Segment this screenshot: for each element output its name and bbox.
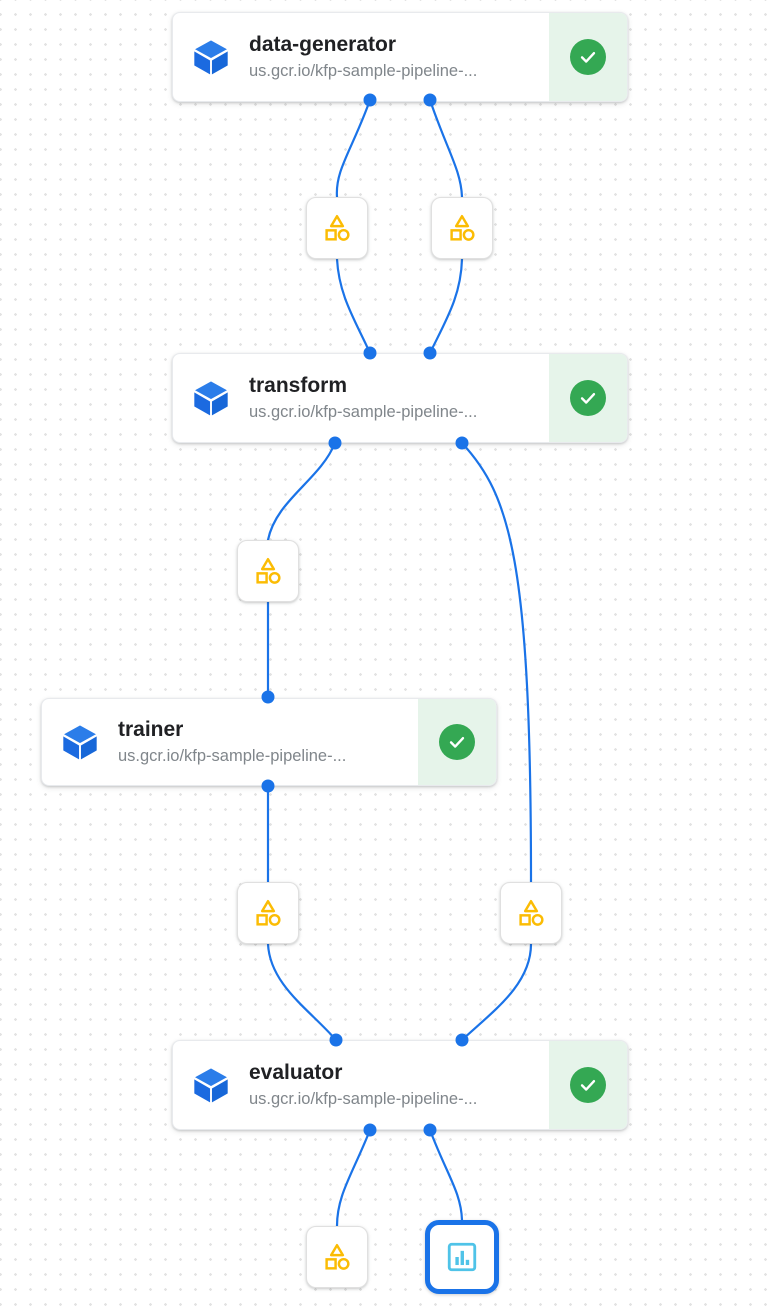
- artifact-shapes-icon: [256, 557, 281, 584]
- check-circle-icon: [449, 736, 465, 748]
- port-trainer-in[interactable]: [261, 690, 275, 704]
- task-name: transform: [249, 373, 348, 397]
- dag-edge: [335, 98, 372, 199]
- port-transform-out-right[interactable]: [455, 436, 469, 450]
- check-circle-icon: [580, 51, 596, 63]
- task-name: data-generator: [249, 32, 397, 56]
- status-badge-succeeded: [570, 39, 606, 75]
- task-node-evaluator[interactable]: evaluator us.gcr.io/kfp-sample-pipeline-.…: [172, 1040, 628, 1130]
- port-trainer-out[interactable]: [261, 779, 275, 793]
- dag-edge: [428, 1128, 464, 1222]
- cube-icon: [192, 38, 230, 77]
- status-badge-succeeded: [570, 380, 606, 416]
- task-status-panel: [549, 13, 627, 101]
- port-datagen-out-right[interactable]: [423, 93, 437, 107]
- dag-edge: [428, 98, 464, 199]
- task-image: us.gcr.io/kfp-sample-pipeline-...: [249, 61, 478, 80]
- task-icon-container: [173, 1041, 249, 1129]
- port-evaluator-out-right[interactable]: [423, 1123, 437, 1137]
- port-evaluator-out-left[interactable]: [363, 1123, 377, 1137]
- artifact-node-artifact-4[interactable]: [237, 882, 299, 944]
- task-name: trainer: [118, 717, 184, 741]
- artifact-shapes-icon: [325, 214, 350, 241]
- artifact-node-artifact-1[interactable]: [306, 197, 368, 259]
- task-node-transform[interactable]: transform us.gcr.io/kfp-sample-pipeline-.…: [172, 353, 628, 443]
- task-image: us.gcr.io/kfp-sample-pipeline-...: [118, 746, 347, 765]
- task-icon-container: [42, 699, 118, 785]
- dag-edge: [335, 257, 372, 355]
- check-circle-icon: [580, 392, 596, 404]
- task-name: evaluator: [249, 1060, 343, 1084]
- task-body: transform us.gcr.io/kfp-sample-pipeline-.…: [249, 354, 549, 442]
- port-transform-in-left[interactable]: [363, 346, 377, 360]
- task-image: us.gcr.io/kfp-sample-pipeline-...: [249, 402, 478, 421]
- port-evaluator-in-left[interactable]: [329, 1033, 343, 1047]
- artifact-shapes-icon: [519, 899, 544, 926]
- dag-edge: [266, 942, 338, 1042]
- dag-edge: [460, 441, 533, 884]
- task-body: trainer us.gcr.io/kfp-sample-pipeline-...: [118, 699, 418, 785]
- artifact-node-artifact-2[interactable]: [431, 197, 493, 259]
- metrics-bar-chart-icon: [447, 1242, 477, 1272]
- status-badge-succeeded: [439, 724, 475, 760]
- task-body: data-generator us.gcr.io/kfp-sample-pipel…: [249, 13, 549, 101]
- task-image: us.gcr.io/kfp-sample-pipeline-...: [249, 1089, 478, 1108]
- cube-icon: [192, 1066, 230, 1105]
- port-transform-in-right[interactable]: [423, 346, 437, 360]
- artifact-shapes-icon: [325, 1243, 350, 1270]
- artifact-node-artifact-5[interactable]: [500, 882, 562, 944]
- task-status-panel: [549, 354, 627, 442]
- task-status-panel: [418, 699, 496, 785]
- task-icon-container: [173, 13, 249, 101]
- status-badge-succeeded: [570, 1067, 606, 1103]
- dag-edge: [335, 1128, 372, 1228]
- dag-edge: [266, 441, 337, 542]
- task-status-panel: [549, 1041, 627, 1129]
- check-circle-icon: [580, 1079, 596, 1091]
- cube-icon: [192, 379, 230, 418]
- artifact-node-artifact-3[interactable]: [237, 540, 299, 602]
- artifact-shapes-icon: [256, 899, 281, 926]
- dag-edge: [460, 942, 533, 1042]
- artifact-node-artifact-7-metrics[interactable]: [425, 1220, 499, 1294]
- artifact-node-artifact-6[interactable]: [306, 1226, 368, 1288]
- cube-icon: [61, 723, 99, 762]
- port-evaluator-in-right[interactable]: [455, 1033, 469, 1047]
- task-icon-container: [173, 354, 249, 442]
- port-datagen-out-left[interactable]: [363, 93, 377, 107]
- artifact-shapes-icon: [450, 214, 475, 241]
- task-body: evaluator us.gcr.io/kfp-sample-pipeline-.…: [249, 1041, 549, 1129]
- task-node-trainer[interactable]: trainer us.gcr.io/kfp-sample-pipeline-...: [41, 698, 497, 786]
- dag-edge: [428, 257, 464, 355]
- port-transform-out-left[interactable]: [328, 436, 342, 450]
- task-node-data-generator[interactable]: data-generator us.gcr.io/kfp-sample-pipel…: [172, 12, 628, 102]
